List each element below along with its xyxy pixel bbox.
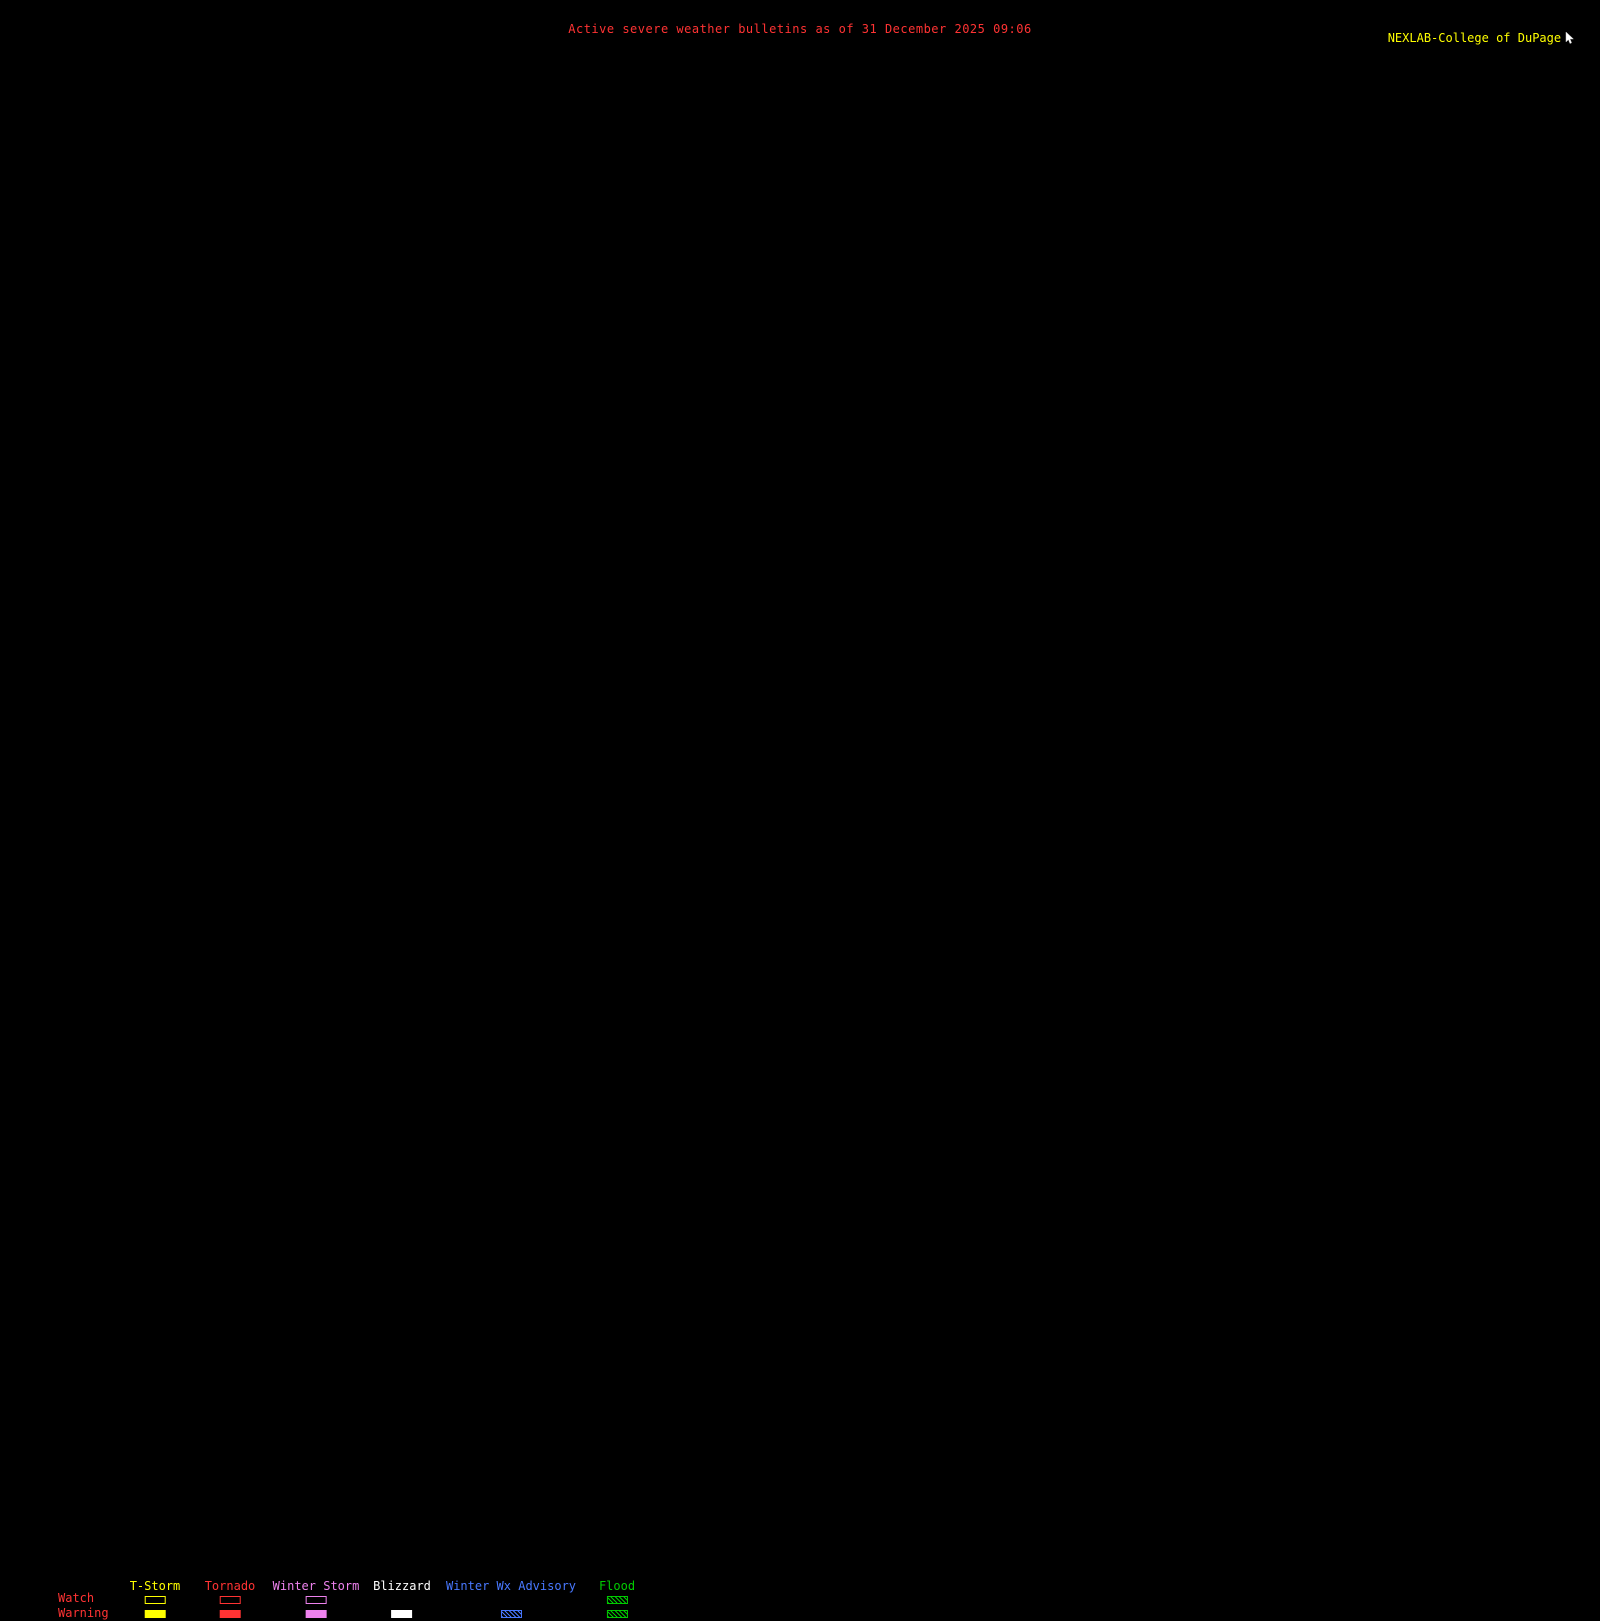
legend-col-tstorm: T-Storm xyxy=(129,1579,181,1621)
legend-col-label: Tornado xyxy=(204,1579,256,1593)
legend-col-label: T-Storm xyxy=(129,1579,181,1593)
watch-swatch xyxy=(144,1596,166,1604)
legend-col-blizzard: Blizzard xyxy=(373,1579,431,1621)
legend-col-winter-storm: Winter Storm xyxy=(272,1579,360,1621)
warning-swatch xyxy=(606,1610,628,1618)
warning-swatch xyxy=(500,1610,522,1618)
legend-col-label: Flood xyxy=(598,1579,636,1593)
legend-col-flood: Flood xyxy=(599,1579,635,1621)
watch-swatch xyxy=(305,1596,327,1604)
legend: Watch Warning T-Storm Tornado Winter Sto… xyxy=(0,788,1600,1620)
warning-swatch xyxy=(144,1610,166,1618)
legend-row-label-watch: Watch xyxy=(58,1591,95,1605)
warnings-map-canvas xyxy=(0,0,1600,900)
warning-swatch xyxy=(219,1610,241,1618)
page-title: Active severe weather bulletins as of 31… xyxy=(568,22,1032,36)
legend-col-label: Winter Storm xyxy=(272,1579,360,1593)
legend-row-label-warning: Warning xyxy=(58,1606,109,1620)
mouse-pointer-icon xyxy=(1565,4,1594,72)
warning-swatch xyxy=(305,1610,327,1618)
brand-label: NEXLAB-College of DuPage xyxy=(1387,31,1562,45)
legend-col-tornado: Tornado xyxy=(204,1579,256,1621)
warning-swatch xyxy=(391,1610,413,1618)
legend-col-winter-wx-advisory: Winter Wx Advisory xyxy=(446,1579,576,1621)
brand: NEXLAB-College of DuPage xyxy=(1388,4,1594,72)
legend-col-label: Blizzard xyxy=(373,1579,431,1593)
watch-swatch xyxy=(219,1596,241,1604)
legend-col-label: Winter Wx Advisory xyxy=(445,1579,577,1593)
watch-swatch xyxy=(606,1596,628,1604)
